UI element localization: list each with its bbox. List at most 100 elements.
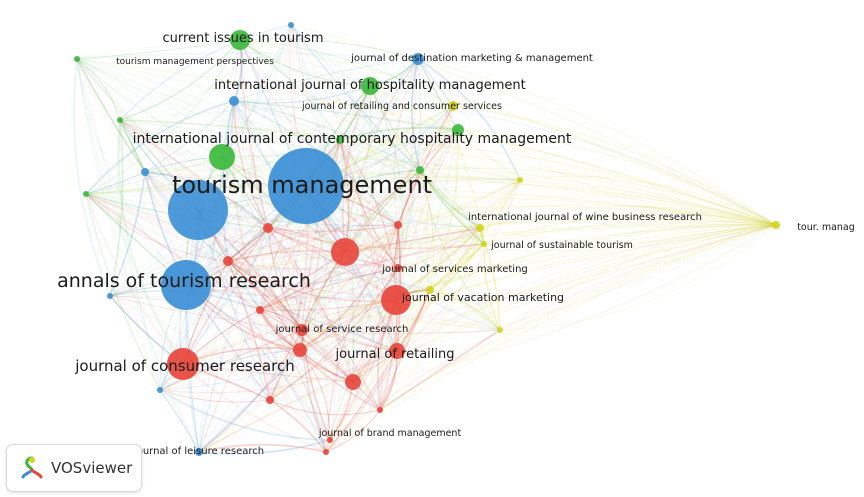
network-link xyxy=(259,309,354,383)
network-label-tm[interactable]: tourism management xyxy=(172,171,432,199)
network-label-jsr[interactable]: journal of service research xyxy=(275,324,409,335)
network-link xyxy=(85,193,331,441)
network-link xyxy=(185,24,292,286)
network-link xyxy=(159,350,398,394)
network-link xyxy=(305,185,777,232)
network-label-jlr[interactable]: journal of leisure research xyxy=(133,446,264,457)
network-link xyxy=(419,169,501,331)
network-node-jdmm[interactable] xyxy=(412,53,424,65)
network-link xyxy=(325,350,398,453)
network-label-tourmanag[interactable]: tour. manag xyxy=(797,222,855,233)
network-label-jst[interactable]: journal of sustainable tourism xyxy=(490,240,633,251)
network-link xyxy=(85,193,399,234)
network-node[interactable] xyxy=(517,177,523,183)
network-node-jst[interactable] xyxy=(481,241,487,247)
network-node[interactable] xyxy=(327,437,333,443)
network-node-jrcs[interactable] xyxy=(448,101,458,111)
network-link xyxy=(259,243,485,311)
network-link xyxy=(182,299,397,365)
network-node[interactable] xyxy=(157,387,163,393)
network-node[interactable] xyxy=(452,124,464,136)
network-node[interactable] xyxy=(426,286,434,294)
network-link xyxy=(397,220,777,269)
network-node-jsr[interactable] xyxy=(296,324,308,336)
network-link xyxy=(299,179,521,351)
network-node[interactable] xyxy=(345,374,361,390)
network-node[interactable] xyxy=(497,327,503,333)
network-node-jvm[interactable] xyxy=(381,285,411,315)
network-node[interactable] xyxy=(107,293,113,299)
network-link xyxy=(267,227,303,331)
network-link xyxy=(267,227,381,411)
network-node-atr[interactable] xyxy=(161,260,211,310)
network-label-jbm[interactable]: journal of brand management xyxy=(318,428,462,439)
network-node-ijchm[interactable] xyxy=(209,144,235,170)
network-node[interactable] xyxy=(377,407,383,413)
network-link xyxy=(119,119,421,171)
network-link xyxy=(239,39,341,141)
network-link xyxy=(269,267,399,401)
network-label-jdmm[interactable]: journal of destination marketing & manag… xyxy=(350,53,593,64)
network-node-ijhm[interactable] xyxy=(361,77,379,95)
network-link xyxy=(76,58,223,158)
network-label-jrcs[interactable]: journal of retailing and consumer servic… xyxy=(301,101,502,112)
network-link xyxy=(227,260,398,352)
network-link xyxy=(259,179,521,311)
network-label-jcr[interactable]: journal of consumer research xyxy=(74,357,295,375)
network-node-jlr[interactable] xyxy=(195,448,203,456)
network-link xyxy=(198,329,303,453)
network-link xyxy=(393,169,421,301)
network-node-jsm[interactable] xyxy=(394,264,402,272)
network-node-cit[interactable] xyxy=(230,30,250,50)
network-node[interactable] xyxy=(336,136,344,144)
network-link xyxy=(299,58,419,351)
network-label-tmp[interactable]: tourism management perspectives xyxy=(116,57,274,67)
network-link xyxy=(76,58,485,245)
network-node-tm[interactable] xyxy=(268,148,344,224)
network-node[interactable] xyxy=(223,256,233,266)
network-node[interactable] xyxy=(117,117,123,123)
network-node[interactable] xyxy=(288,22,294,28)
network-link xyxy=(221,156,398,352)
network-link xyxy=(369,85,521,181)
network-node[interactable] xyxy=(394,221,402,229)
network-node-tourmanag[interactable] xyxy=(772,221,780,229)
network-label-jvm[interactable]: journal of vacation marketing xyxy=(401,291,564,304)
network-label-ijwbr[interactable]: international journal of wine business r… xyxy=(468,212,702,223)
network-node[interactable] xyxy=(416,166,424,174)
network-label-cit[interactable]: current issues in tourism xyxy=(163,31,324,46)
network-link xyxy=(221,156,327,453)
network-node[interactable] xyxy=(256,306,264,314)
network-node[interactable] xyxy=(293,343,307,357)
network-node[interactable] xyxy=(263,223,273,233)
network-label-jsm[interactable]: journal of services marketing xyxy=(381,264,528,275)
network-link xyxy=(305,180,777,226)
network-node[interactable] xyxy=(168,180,228,240)
network-label-ijhm[interactable]: international journal of hospitality man… xyxy=(214,78,526,93)
network-node[interactable] xyxy=(266,396,274,404)
network-node-jcr[interactable] xyxy=(167,348,199,380)
network-link xyxy=(227,260,301,351)
network-link xyxy=(239,39,381,411)
network-link xyxy=(267,227,501,331)
network-node-jbm[interactable] xyxy=(323,449,329,455)
network-link xyxy=(479,206,777,229)
network-link xyxy=(119,39,241,121)
vosviewer-badge[interactable]: VOSviewer xyxy=(6,444,142,492)
network-link xyxy=(301,85,372,331)
network-link xyxy=(119,119,341,141)
network-node[interactable] xyxy=(141,168,149,176)
network-link xyxy=(519,179,777,226)
network-label-jr[interactable]: journal of retailing xyxy=(335,347,455,362)
network-node-tmp[interactable] xyxy=(74,56,80,62)
network-label-ijchm[interactable]: international journal of contemporary ho… xyxy=(133,131,572,147)
network-node-jr[interactable] xyxy=(389,343,405,359)
network-node-ijwbr[interactable] xyxy=(476,224,484,232)
network-link xyxy=(429,243,485,291)
network-link xyxy=(290,24,481,229)
network-node[interactable] xyxy=(331,238,359,266)
network-node[interactable] xyxy=(229,96,239,106)
network-link xyxy=(144,171,301,351)
network-label-atr[interactable]: annals of tourism research xyxy=(57,270,311,292)
network-node[interactable] xyxy=(83,191,89,197)
